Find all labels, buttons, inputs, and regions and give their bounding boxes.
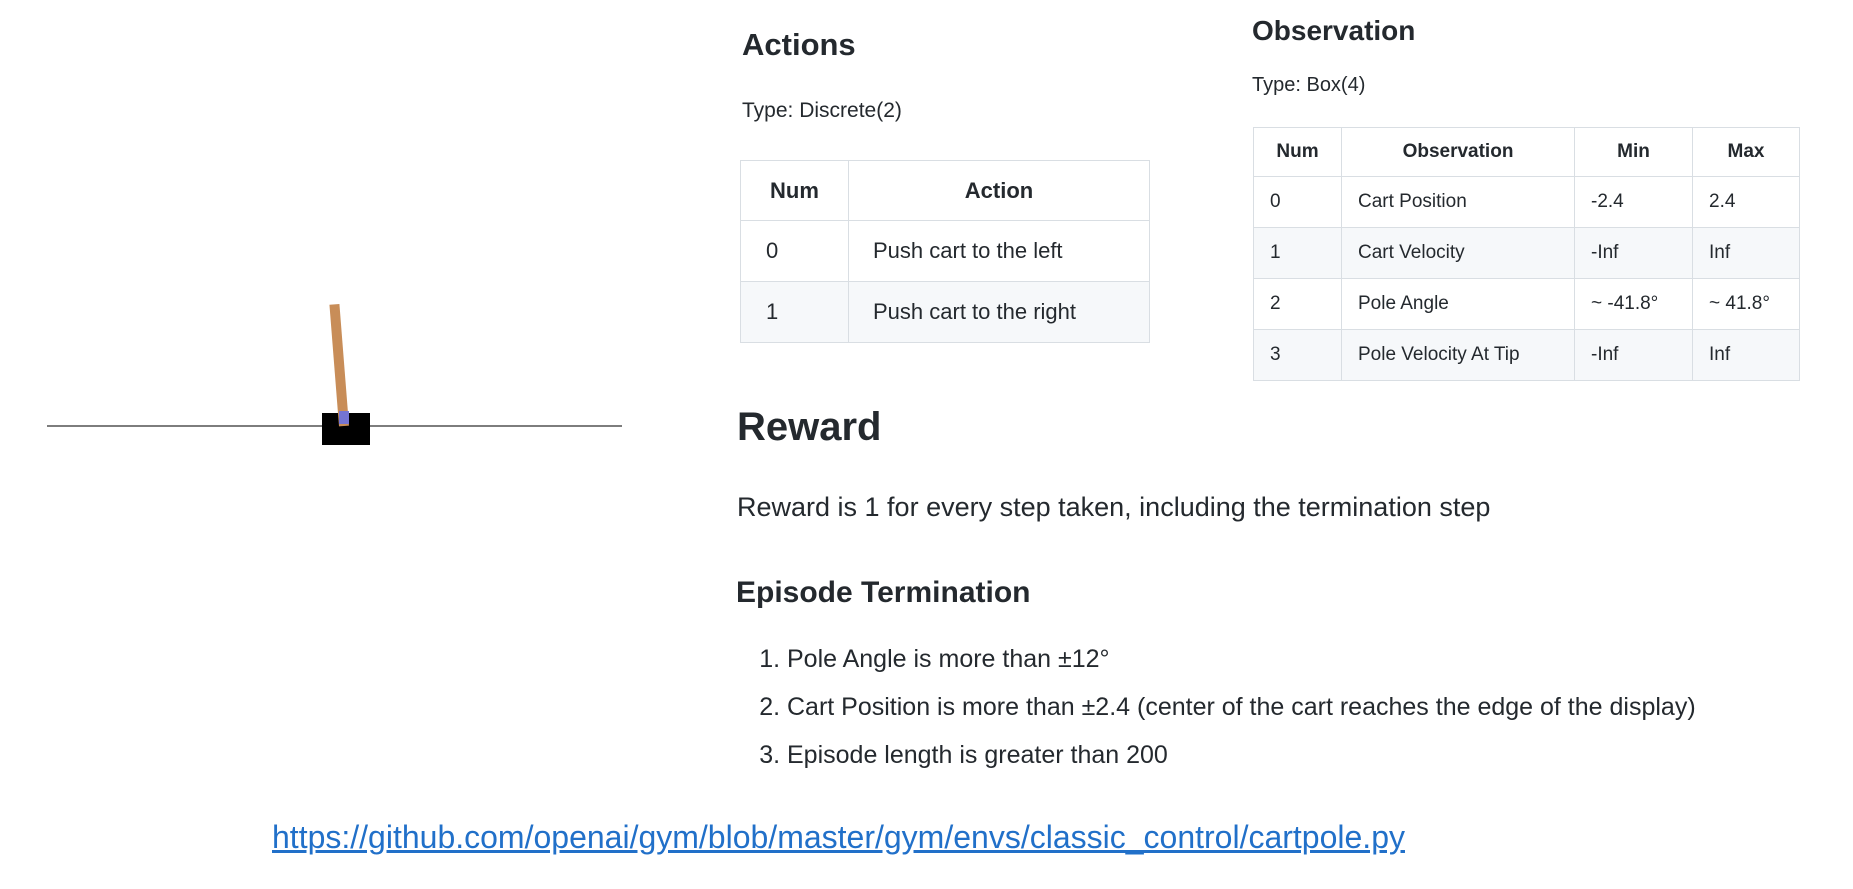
table-cell: ~ -41.8° — [1574, 278, 1693, 330]
cartpole-render — [0, 0, 660, 480]
table-row: 0 Cart Position -2.4 2.4 — [1253, 176, 1800, 228]
column-header-action: Action — [848, 160, 1150, 221]
table-cell: Push cart to the left — [848, 220, 1150, 282]
column-header-observation: Observation — [1341, 127, 1575, 177]
table-cell: Pole Velocity At Tip — [1341, 329, 1575, 381]
actions-heading: Actions — [742, 27, 856, 62]
table-row: 1 Push cart to the right — [740, 281, 1150, 343]
table-cell: 0 — [740, 220, 849, 282]
termination-list-item: Pole Angle is more than ±12° — [787, 645, 1696, 674]
table-cell: Push cart to the right — [848, 281, 1150, 343]
episode-termination-heading: Episode Termination — [736, 576, 1031, 609]
table-cell: -Inf — [1574, 227, 1693, 279]
column-header-min: Min — [1574, 127, 1693, 177]
table-cell: 3 — [1253, 329, 1342, 381]
column-header-num: Num — [740, 160, 849, 221]
observation-type-label: Type: Box(4) — [1252, 74, 1366, 96]
table-row: 0 Push cart to the left — [740, 220, 1150, 282]
episode-termination-list: Pole Angle is more than ±12° Cart Positi… — [737, 645, 1696, 789]
table-cell: 1 — [1253, 227, 1342, 279]
table-row: 1 Cart Velocity -Inf Inf — [1253, 227, 1800, 279]
github-source-link[interactable]: https://github.com/openai/gym/blob/maste… — [272, 819, 1405, 855]
actions-table-header-row: Num Action — [740, 160, 1150, 221]
observation-table-header-row: Num Observation Min Max — [1253, 127, 1800, 177]
table-cell: Inf — [1692, 329, 1800, 381]
table-cell: Cart Velocity — [1341, 227, 1575, 279]
termination-list-item: Cart Position is more than ±2.4 (center … — [787, 693, 1696, 722]
table-cell: Inf — [1692, 227, 1800, 279]
cartpole-axle — [339, 411, 349, 424]
table-cell: -2.4 — [1574, 176, 1693, 228]
actions-table: Num Action 0 Push cart to the left 1 Pus… — [740, 160, 1150, 343]
reward-heading: Reward — [737, 405, 882, 449]
table-cell: Pole Angle — [1341, 278, 1575, 330]
table-cell: Cart Position — [1341, 176, 1575, 228]
table-cell: 0 — [1253, 176, 1342, 228]
column-header-max: Max — [1692, 127, 1800, 177]
column-header-num: Num — [1253, 127, 1342, 177]
observation-heading: Observation — [1252, 15, 1416, 46]
table-cell: ~ 41.8° — [1692, 278, 1800, 330]
table-cell: -Inf — [1574, 329, 1693, 381]
actions-type-label: Type: Discrete(2) — [742, 99, 902, 122]
table-row: 2 Pole Angle ~ -41.8° ~ 41.8° — [1253, 278, 1800, 330]
observation-table: Num Observation Min Max 0 Cart Position … — [1253, 127, 1800, 381]
table-cell: 2.4 — [1692, 176, 1800, 228]
reward-body: Reward is 1 for every step taken, includ… — [737, 492, 1491, 522]
termination-list-item: Episode length is greater than 200 — [787, 741, 1696, 770]
table-cell: 1 — [740, 281, 849, 343]
table-row: 3 Pole Velocity At Tip -Inf Inf — [1253, 329, 1800, 381]
cartpole-pole — [329, 303, 349, 427]
table-cell: 2 — [1253, 278, 1342, 330]
